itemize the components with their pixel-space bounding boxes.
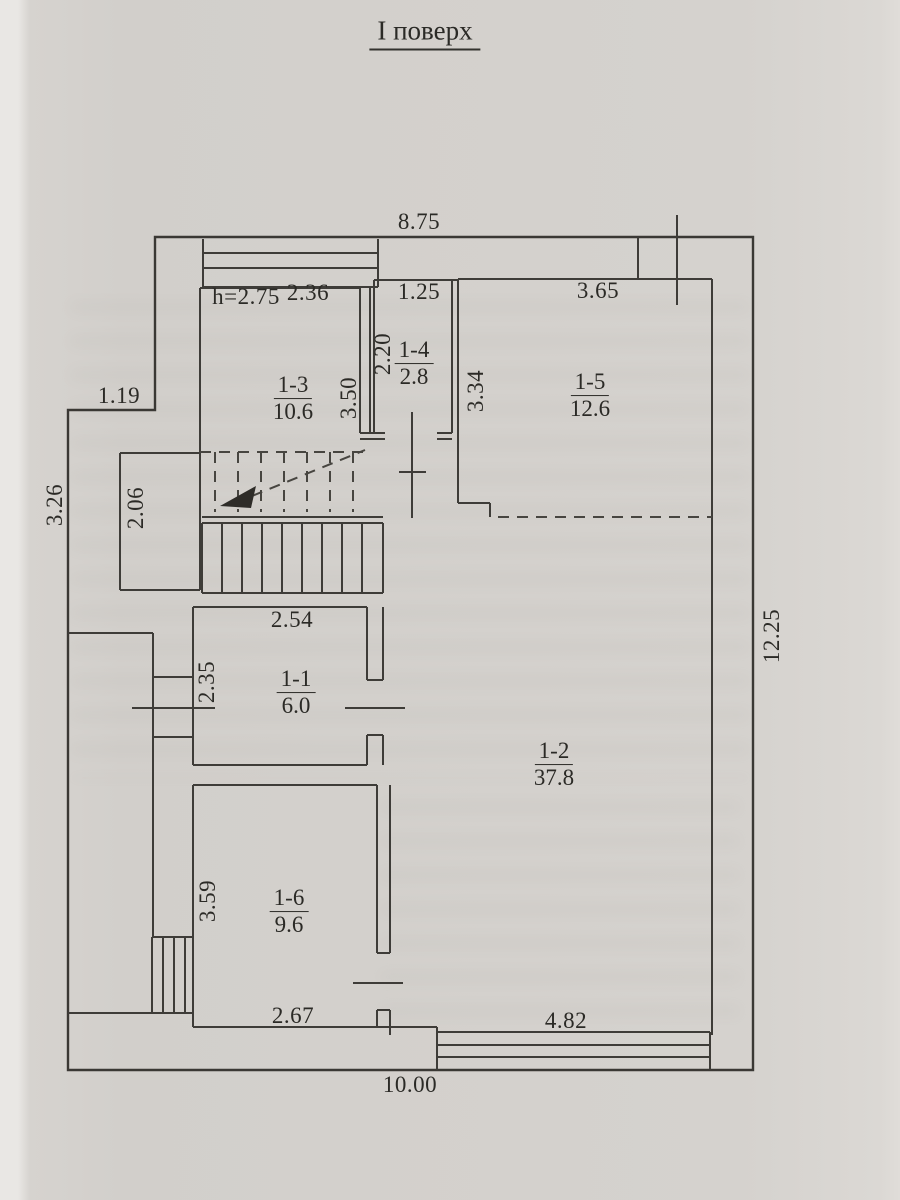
- room-number: 1-6: [269, 885, 309, 913]
- room-1-6-walls: [192, 784, 437, 1028]
- room-label-1-5: 1-5 12.6: [570, 369, 610, 423]
- window-room-1-6: [151, 936, 193, 1014]
- outer-wall: [66, 235, 755, 1072]
- dim-r11-width: 2.54: [270, 607, 314, 632]
- room-area: 37.8: [533, 765, 575, 791]
- room-label-1-6: 1-6 9.6: [269, 885, 309, 939]
- room-number: 1-5: [570, 369, 610, 397]
- room-area: 10.6: [272, 399, 314, 425]
- dim-ceiling-height: h=2.75: [212, 284, 280, 309]
- dim-r14-depth: 2.20: [370, 332, 395, 376]
- dim-r16-width: 2.67: [271, 1003, 315, 1028]
- room-label-1-3: 1-3 10.6: [273, 372, 313, 426]
- room-label-1-4: 1-4 2.8: [394, 337, 434, 391]
- room-number: 1-1: [276, 666, 316, 694]
- room-label-1-2: 1-2 37.8: [534, 738, 574, 792]
- room-label-1-1: 1-1 6.0: [276, 666, 316, 720]
- dim-wing-left: 3.26: [42, 483, 67, 527]
- room-1-6-right-wall: [376, 785, 391, 1035]
- dim-right-height: 12.25: [759, 608, 784, 664]
- dim-bottom-width: 10.00: [382, 1072, 438, 1097]
- dim-wing-step: 1.19: [97, 383, 141, 408]
- wing-walls: [68, 632, 154, 1014]
- dim-r15-width: 3.65: [576, 278, 620, 303]
- door-1-4: [399, 412, 426, 518]
- room-1-4-walls: [373, 279, 458, 433]
- dim-window-width: 4.82: [544, 1008, 588, 1033]
- room-area: 12.6: [569, 396, 611, 422]
- dim-r16-depth: 3.59: [195, 879, 220, 923]
- room-1-3-walls: [199, 287, 371, 452]
- dim-r11-depth: 2.35: [194, 660, 219, 704]
- dim-r13-depth: 3.50: [336, 376, 361, 420]
- stairs-lower-solid: [201, 516, 384, 594]
- page-title: І поверх: [369, 16, 481, 51]
- room-area: 2.8: [399, 364, 429, 390]
- dim-r13-width: 2.36: [286, 280, 330, 305]
- top-window: [637, 215, 678, 305]
- bottom-window-band: [436, 1027, 711, 1070]
- room-number: 1-4: [394, 337, 434, 365]
- stairs-direction-line: [251, 449, 366, 497]
- room-area: 6.0: [281, 693, 311, 719]
- room-1-1-walls: [192, 606, 367, 766]
- window-room-1-1: [132, 676, 215, 738]
- room-number: 1-3: [273, 372, 313, 400]
- top-left-window-block: [202, 239, 379, 288]
- room-1-5-walls: [457, 279, 491, 517]
- room-1-4-bottom-wall: [360, 432, 452, 440]
- room-1-1-right-wall: [366, 607, 384, 765]
- dim-r15-depth: 3.34: [463, 369, 488, 413]
- room-number: 1-2: [534, 738, 574, 766]
- room-area: 9.6: [274, 912, 304, 938]
- dim-closet-depth: 2.06: [123, 486, 148, 530]
- stairs-upper-dashed: [200, 451, 365, 512]
- dim-top-width: 8.75: [397, 209, 441, 234]
- dim-r14-width: 1.25: [397, 279, 441, 304]
- closet-walls: [119, 452, 201, 591]
- stairs-direction-arrow: [220, 486, 256, 508]
